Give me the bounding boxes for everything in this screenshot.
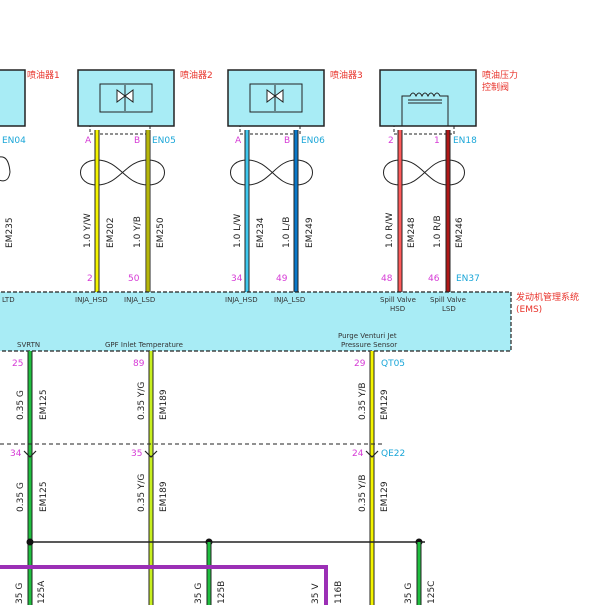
wire-circuit-label: EM249 <box>305 217 315 248</box>
wire-circuit-label: EM129 <box>380 481 390 512</box>
qt-pin: 29 <box>354 359 366 369</box>
ems-pin-number: 2 <box>87 274 93 284</box>
ems-signal: Spill Valve <box>380 296 416 304</box>
wire-circuit-label: EM250 <box>156 217 166 248</box>
wire-circuit-label: 125B <box>217 581 227 604</box>
wire-gauge-label: 1.0 Y/W <box>83 213 93 248</box>
qe-pin: 35 <box>131 449 142 459</box>
ems-connector-code: EN37 <box>456 274 480 284</box>
ems-signal: Spill Valve <box>430 296 466 304</box>
wire-circuit-label: 125C <box>427 581 437 604</box>
ems-label-line2: (EMS) <box>516 305 542 315</box>
wire-circuit-label: EM189 <box>159 389 169 420</box>
ems-signal: SVRTN <box>17 341 40 349</box>
wire-116b[interactable] <box>0 565 328 605</box>
ems-signal: Purge Venturi Jet <box>338 332 397 340</box>
ems-signal: Pressure Sensor <box>341 341 397 349</box>
ems-module[interactable] <box>0 291 512 352</box>
wire-gauge-label: 35 V <box>311 583 321 604</box>
wire-gauge-label: 35 G <box>15 583 25 604</box>
wire-circuit-label: EM235 <box>5 217 15 248</box>
injector-icon <box>99 83 153 113</box>
qt-pin: 25 <box>12 359 23 369</box>
pin-label: A <box>85 136 92 146</box>
connector-outline <box>239 125 301 135</box>
wire-gauge-label: 0.35 G <box>16 390 26 420</box>
component-label-valve-line2: 控制阀 <box>482 81 509 93</box>
wire-gauge-label: 0.35 Y/G <box>137 474 147 512</box>
connector-code: EN04 <box>2 136 26 146</box>
ems-signal: LTD <box>2 296 15 304</box>
component-label-injector-2: 喷油器2 <box>180 69 213 81</box>
qe-pin: 34 <box>10 449 22 459</box>
pin-label: B <box>284 136 290 146</box>
ems-signal: INJA_HSD <box>75 296 108 304</box>
wire-circuit-label: 116B <box>334 581 344 604</box>
connector-outline <box>89 125 151 135</box>
wire-circuit-label: EM234 <box>256 217 266 248</box>
injector-icon <box>249 83 303 113</box>
wire-gauge-label: 1.0 R/W <box>385 213 395 248</box>
pin-label: 2 <box>388 136 394 146</box>
twisted-pair-marker <box>0 156 465 186</box>
ems-signal: LSD <box>442 305 456 313</box>
connector-code: EN18 <box>453 136 477 146</box>
ems-pin-number: 46 <box>428 274 440 284</box>
wire-gauge-label: 0.35 G <box>16 482 26 512</box>
component-injector-3[interactable] <box>227 69 325 127</box>
ems-signal: INJA_HSD <box>225 296 258 304</box>
ems-signal: HSD <box>390 305 405 313</box>
component-pressure-valve[interactable] <box>379 69 477 127</box>
wire-gauge-label: 1.0 R/B <box>433 215 443 248</box>
wire-circuit-label: EM125 <box>39 481 49 512</box>
ems-signal: INJA_LSD <box>274 296 305 304</box>
connector-code: EN06 <box>301 136 325 146</box>
solenoid-coil-icon <box>401 92 449 126</box>
component-label-injector-1: 喷油器1 <box>27 69 60 81</box>
wire-circuit-label: EM125 <box>39 389 49 420</box>
qe-pin: 24 <box>352 449 364 459</box>
connector-code: EN05 <box>152 136 176 146</box>
wire-gauge-label: 1.0 L/B <box>282 217 292 248</box>
wire-gauge-label: 1.0 L/W <box>233 214 243 248</box>
component-injector-2[interactable] <box>77 69 175 127</box>
pin-label: B <box>134 136 140 146</box>
wire-circuit-label: EM202 <box>106 217 116 248</box>
wire-gauge-label: 0.35 Y/G <box>137 382 147 420</box>
wire-circuit-label: EM246 <box>455 217 465 248</box>
wire-gauge-label: 0.35 Y/B <box>358 474 368 512</box>
wire-gauge-label: 35 G <box>404 583 414 604</box>
wire-circuit-label: EM129 <box>380 389 390 420</box>
pin-label: 1 <box>434 136 440 146</box>
pin-label: A <box>235 136 242 146</box>
ems-pin-number: 50 <box>128 274 140 284</box>
component-label-valve-line1: 喷油压力 <box>482 69 518 81</box>
connector-code-qt05: QT05 <box>381 359 405 369</box>
ems-signal: GPF Inlet Temperature <box>105 341 183 349</box>
splice-dot <box>26 538 34 546</box>
ems-signal: INJA_LSD <box>124 296 155 304</box>
wire-gauge-label: 35 G <box>194 583 204 604</box>
connector-qe22-chevrons <box>23 450 379 458</box>
wire-circuit-label: EM248 <box>407 217 417 248</box>
ems-pin-number: 34 <box>231 274 243 284</box>
ems-pin-number: 49 <box>276 274 288 284</box>
wire-circuit-label: 125A <box>37 580 47 604</box>
component-injector-1 <box>0 69 26 127</box>
wire-gauge-label: 0.35 Y/B <box>358 382 368 420</box>
connector-outline <box>393 125 455 135</box>
wire-gauge-label: 1.0 Y/B <box>133 216 143 248</box>
component-label-injector-3: 喷油器3 <box>330 69 363 81</box>
ems-pin-number: 48 <box>381 274 393 284</box>
ems-label-line1: 发动机管理系统 <box>516 291 579 303</box>
qt-pin: 89 <box>133 359 145 369</box>
wire-circuit-label: EM189 <box>159 481 169 512</box>
connector-code-qe22: QE22 <box>381 449 405 459</box>
